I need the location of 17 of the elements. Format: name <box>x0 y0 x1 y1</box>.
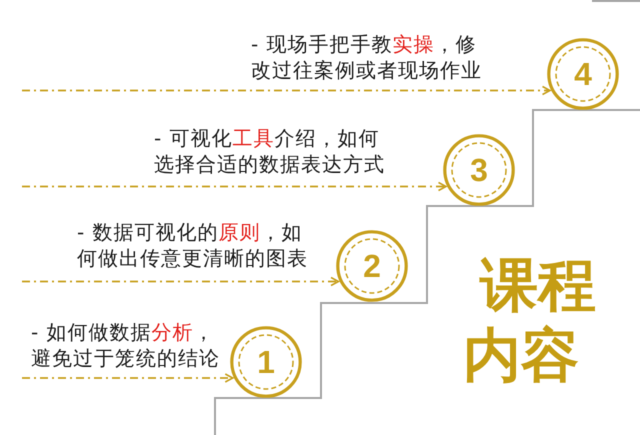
dashed-arrow <box>22 276 340 286</box>
dashed-arrow <box>22 182 447 192</box>
step-number: 1 <box>257 346 275 378</box>
step-description: - 现场手把手教实操，修改过往案例或者现场作业 <box>251 31 483 83</box>
title: 课程内容 <box>463 250 597 390</box>
step-circle <box>336 230 408 302</box>
step-circle <box>230 326 302 398</box>
step-number: 3 <box>470 154 488 186</box>
step-number: 4 <box>574 58 592 90</box>
step-circle <box>443 134 515 206</box>
dashed-arrow <box>22 373 234 383</box>
dashed-arrow <box>22 86 551 96</box>
step-description: - 数据可视化的原则，如何做出传意更清晰的图表 <box>77 219 309 271</box>
step-number: 2 <box>363 250 381 282</box>
step-description: - 可视化工具介绍，如何选择合适的数据表达方式 <box>154 125 386 177</box>
step-circle <box>547 38 619 110</box>
step-description: - 如何做数据分析，避免过于笼统的结论 <box>31 319 221 371</box>
